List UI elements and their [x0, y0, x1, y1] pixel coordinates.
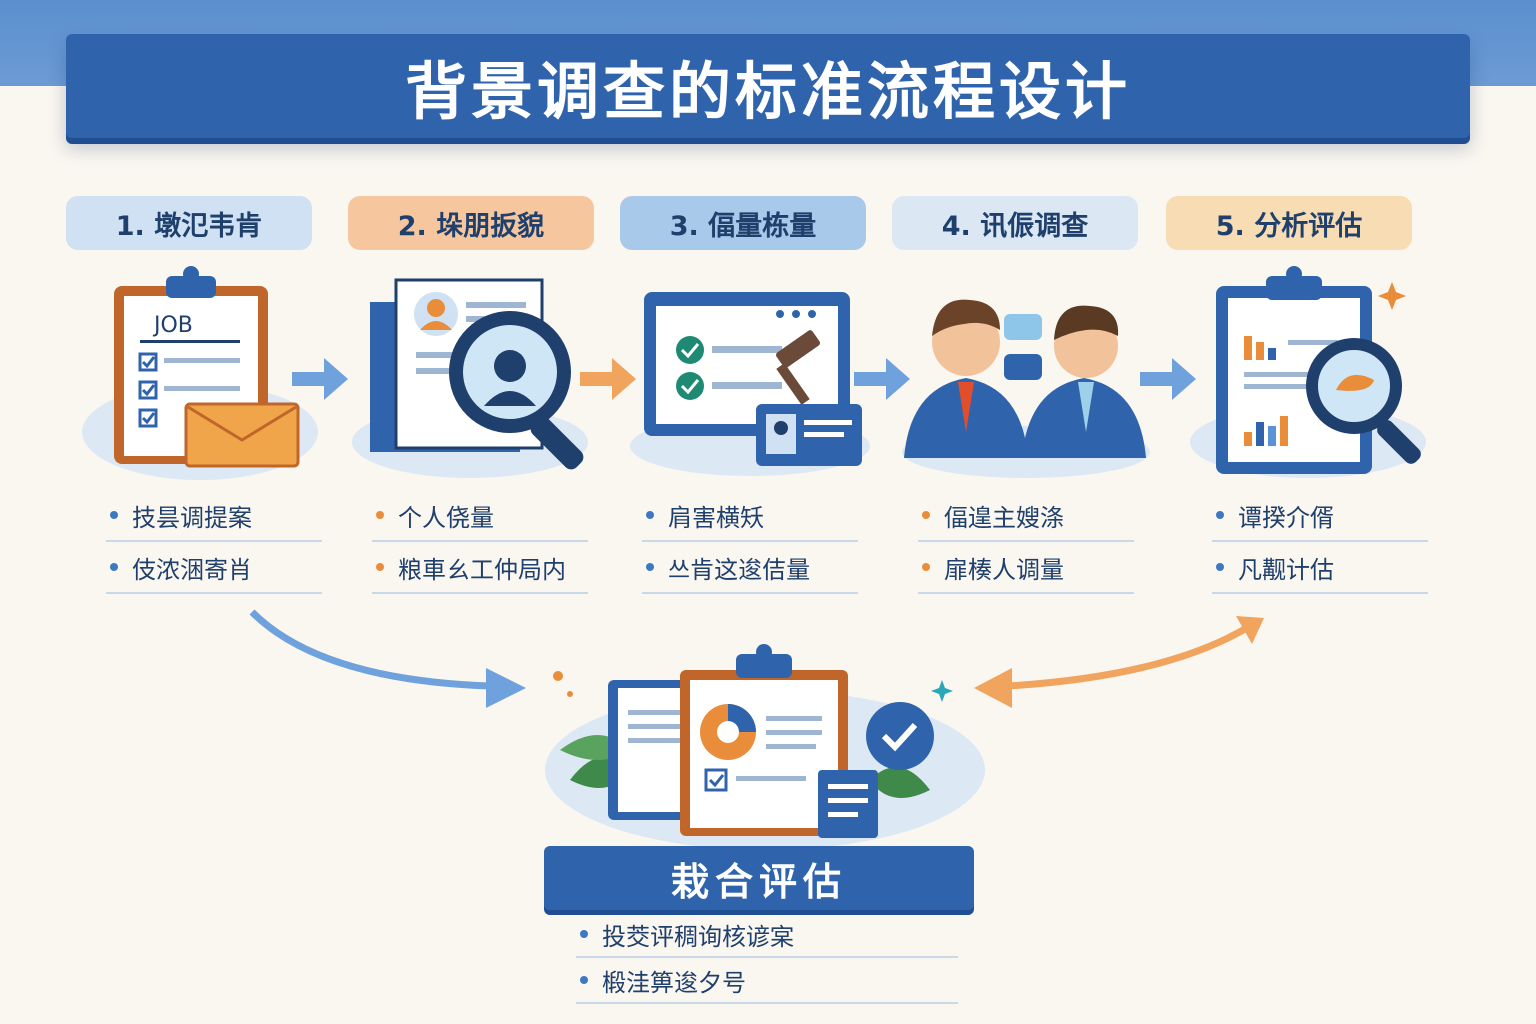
list-item: 偪遑主嫂涤 [918, 490, 1134, 542]
bullet-dot-icon [376, 511, 384, 519]
bullet-text: 쓰肯这逡佶量 [668, 555, 811, 584]
list-item: 肩害横矨 [642, 490, 858, 542]
curved-arrow-icon [974, 616, 1264, 708]
summary-report-icon [530, 640, 1000, 860]
job-text: JOB [152, 313, 193, 338]
step-4-bullets: 偪遑主嫂涤 扉楱人调量 [918, 490, 1134, 594]
list-item: 粮車ㄠ工仲局内 [372, 542, 588, 594]
analysis-report-icon [1178, 262, 1438, 482]
bullet-dot-icon [110, 563, 118, 571]
page-title: 背景调查的标准流程设计 [404, 55, 1131, 128]
bullet-dot-icon [646, 511, 654, 519]
interview-people-icon [896, 262, 1156, 482]
job-clipboard-icon: JOB [70, 262, 330, 482]
bullet-text: 椴洼箅逡夕号 [602, 968, 746, 997]
bullet-text: 凡觏计估 [1238, 555, 1334, 584]
bullet-text: 个人侥量 [398, 503, 494, 532]
bullet-text: 偪遑主嫂涤 [944, 503, 1064, 532]
bullet-dot-icon [646, 563, 654, 571]
arrow-right-icon [292, 358, 348, 400]
bullet-dot-icon [922, 511, 930, 519]
list-item: 投茭评稠询核谚宲 [576, 912, 958, 958]
summary-banner: 栽合评估 [544, 846, 974, 910]
step-1-label: 1. 墩氾韦肯 [66, 196, 312, 250]
arrow-right-icon [1140, 358, 1196, 400]
step-2-bullets: 个人侥量 粮車ㄠ工仲局内 [372, 490, 588, 594]
step-4-label: 4. 讯侲调查 [892, 196, 1138, 250]
list-item: 扉楱人调量 [918, 542, 1134, 594]
arrow-right-icon [580, 358, 636, 400]
step-5-bullets: 谭揆介偦 凡觏计估 [1212, 490, 1428, 594]
list-item: 쓰肯这逡佶量 [642, 542, 858, 594]
step-2-label: 2. 垛朋扳貌 [348, 196, 594, 250]
list-item: 伎浓涃寄肖 [106, 542, 322, 594]
bullet-dot-icon [376, 563, 384, 571]
bullet-text: 扉楱人调量 [944, 555, 1064, 584]
bullet-text: 谭揆介偦 [1238, 503, 1334, 532]
resume-magnifier-icon [340, 262, 600, 482]
bullet-dot-icon [922, 563, 930, 571]
list-item: 个人侥量 [372, 490, 588, 542]
bullet-text: 技昙调提案 [132, 503, 252, 532]
list-item: 椴洼箅逡夕号 [576, 958, 958, 1004]
step-5-label: 5. 分析评估 [1166, 196, 1412, 250]
step-3-label: 3. 偪量栋量 [620, 196, 866, 250]
curved-arrow-icon [249, 609, 526, 708]
list-item: 谭揆介偦 [1212, 490, 1428, 542]
step-1-bullets: 技昙调提案 伎浓涃寄肖 [106, 490, 322, 594]
bullet-dot-icon [580, 930, 588, 938]
bullet-text: 伎浓涃寄肖 [132, 555, 252, 584]
bullet-text: 肩害横矨 [668, 503, 764, 532]
bullet-text: 粮車ㄠ工仲局内 [398, 555, 566, 584]
arrow-right-icon [854, 358, 910, 400]
step-3-bullets: 肩害横矨 쓰肯这逡佶量 [642, 490, 858, 594]
list-item: 凡觏计估 [1212, 542, 1428, 594]
title-banner: 背景调查的标准流程设计 [66, 34, 1470, 138]
list-item: 技昙调提案 [106, 490, 322, 542]
monitor-verification-icon [620, 262, 880, 482]
bullet-dot-icon [580, 976, 588, 984]
summary-bullets: 投茭评稠询核谚宲 椴洼箅逡夕号 [576, 912, 958, 1004]
bullet-dot-icon [110, 511, 118, 519]
bullet-dot-icon [1216, 563, 1224, 571]
bullet-text: 投茭评稠询核谚宲 [602, 922, 794, 951]
bullet-dot-icon [1216, 511, 1224, 519]
